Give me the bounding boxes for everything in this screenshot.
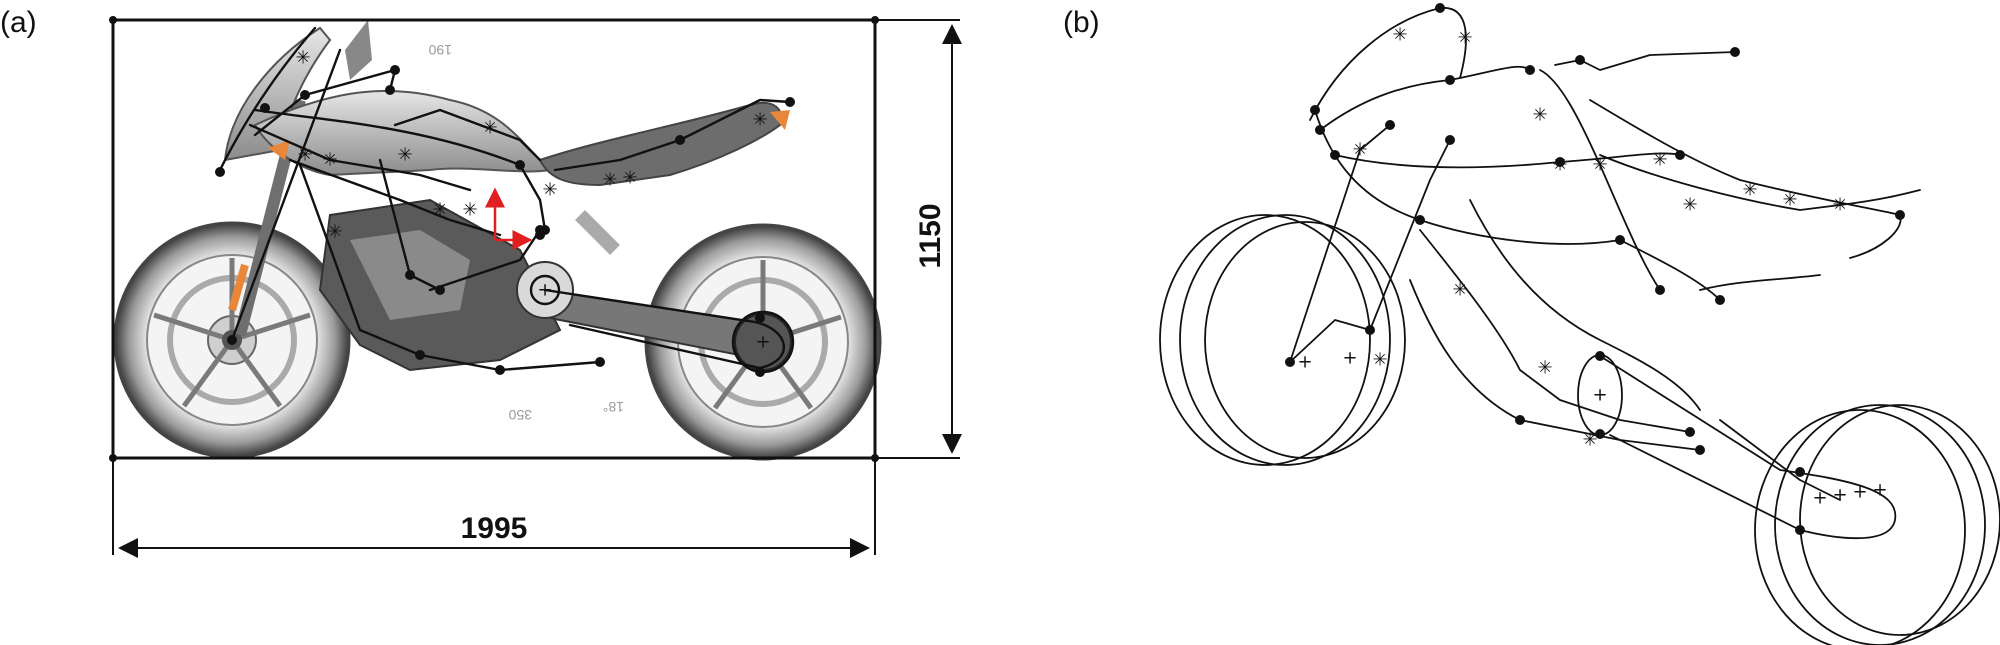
wireframe-asterisk: ✳ xyxy=(1532,105,1547,126)
wireframe-points: ✳ ✳ ✳ ✳ ✳ ✳ ✳ ✳ ✳ ✳ ✳ ✳ ✳ ✳ ✳ + + + + + … xyxy=(1285,3,1905,535)
panel-a: (a) xyxy=(0,6,962,558)
wireframe-plus: + xyxy=(1297,352,1312,373)
faint-dim-angle: 18° xyxy=(603,399,624,415)
sketch-asterisk: ✳ xyxy=(432,200,447,221)
wireframe-asterisk: ✳ xyxy=(1782,190,1797,211)
width-dimension: 1995 xyxy=(112,458,876,558)
tail-light xyxy=(770,110,790,130)
sketch-asterisk: ✳ xyxy=(752,110,767,131)
wireframe-plus: + xyxy=(1852,482,1867,503)
wireframe-asterisk: ✳ xyxy=(1592,155,1607,176)
wireframe-asterisk: ✳ xyxy=(1537,358,1552,379)
faint-dim-350: 350 xyxy=(508,407,532,423)
sketch-asterisk: ✳ xyxy=(322,150,337,171)
wireframe-3d xyxy=(1159,7,2000,645)
sketch-points-a: ✳ ✳ ✳ ✳ ✳ ✳ ✳ ✳ ✳ ✳ ✳ ✳ + + xyxy=(215,48,795,377)
wireframe-asterisk: ✳ xyxy=(1832,195,1847,216)
width-value: 1995 xyxy=(461,512,528,545)
wireframe-plus: + xyxy=(1812,488,1827,509)
fork-accent xyxy=(228,263,249,312)
panel-a-label: (a) xyxy=(0,6,37,39)
wireframe-asterisk: ✳ xyxy=(1552,155,1567,176)
wireframe-asterisk: ✳ xyxy=(1682,195,1697,216)
sketch-asterisk: ✳ xyxy=(602,170,617,191)
panel-b-label: (b) xyxy=(1063,6,1100,39)
wireframe-plus: + xyxy=(1832,485,1847,506)
sketch-asterisk: ✳ xyxy=(397,145,412,166)
wireframe-asterisk: ✳ xyxy=(1372,350,1387,371)
wireframe-asterisk: ✳ xyxy=(1457,28,1472,49)
sketch-asterisk: ✳ xyxy=(297,145,312,166)
panel-b: (b) xyxy=(1063,3,2000,645)
wireframe-asterisk: ✳ xyxy=(1652,150,1667,171)
wireframe-asterisk: ✳ xyxy=(1452,280,1467,301)
wireframe-plus: + xyxy=(1592,385,1607,406)
wireframe-asterisk: ✳ xyxy=(1392,25,1407,46)
sketch-plus: + xyxy=(537,280,552,301)
faint-dim-190: 190 xyxy=(428,42,452,58)
wireframe-asterisk: ✳ xyxy=(1352,140,1367,161)
sketch-asterisk: ✳ xyxy=(295,48,310,69)
wireframe-plus: + xyxy=(1342,348,1357,369)
wireframe-front-wheel xyxy=(1159,214,1406,466)
sketch-asterisk: ✳ xyxy=(327,222,342,243)
bounding-box xyxy=(111,18,877,460)
height-dimension: 1150 xyxy=(875,19,962,459)
sketch-asterisk: ✳ xyxy=(462,200,477,221)
wireframe-plus: + xyxy=(1872,480,1887,501)
sketch-asterisk: ✳ xyxy=(542,180,557,201)
height-value: 1150 xyxy=(914,203,947,268)
wireframe-rear-wheel xyxy=(1754,404,2000,645)
sketch-asterisk: ✳ xyxy=(482,118,497,139)
sketch-plus: + xyxy=(755,332,770,353)
wireframe-asterisk: ✳ xyxy=(1582,430,1597,451)
wireframe-asterisk: ✳ xyxy=(1742,180,1757,201)
sketch-asterisk: ✳ xyxy=(622,168,637,189)
